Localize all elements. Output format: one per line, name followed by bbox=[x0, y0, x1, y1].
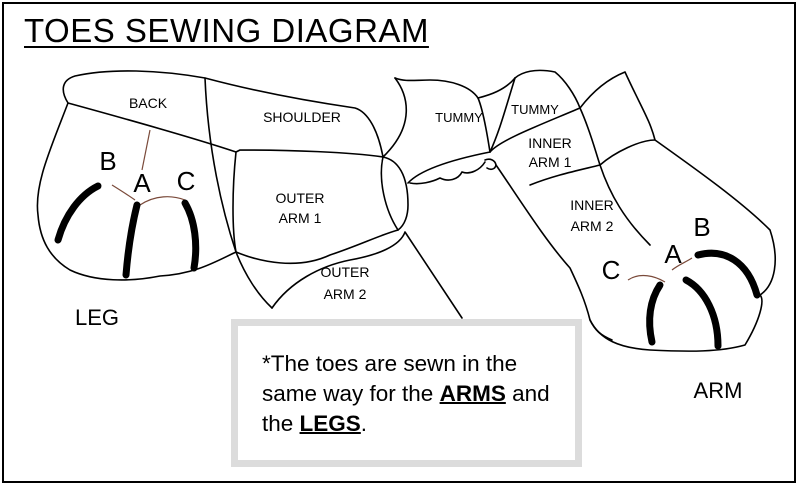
arm-seam-letter-c: C bbox=[602, 255, 621, 285]
outer-arm-1-lower-edge bbox=[235, 229, 399, 265]
note-arms: ARMS bbox=[439, 381, 506, 406]
arm-top-edge bbox=[579, 71, 776, 296]
diagram-title: TOES SEWING DIAGRAM bbox=[24, 12, 429, 49]
arm-toe-seam-c bbox=[646, 281, 664, 346]
label-inner-arm-2-line2: ARM 2 bbox=[571, 218, 614, 234]
note-legs: LEGS bbox=[299, 411, 361, 436]
inner-arm-2-divider bbox=[599, 164, 651, 246]
tummy-right-edge bbox=[477, 77, 516, 99]
leg-toe-seam-a bbox=[122, 201, 141, 279]
label-tummy-1: TUMMY bbox=[435, 110, 483, 125]
label-tummy-2: TUMMY bbox=[511, 102, 559, 117]
shoulder-right-edge bbox=[382, 77, 408, 158]
tummy-divider bbox=[489, 77, 516, 153]
center-joint-right bbox=[382, 156, 409, 231]
note-text: *The toes are sewn in the same way for t… bbox=[262, 349, 572, 439]
note-text-part-2: and the bbox=[262, 381, 550, 436]
note-text-part-1: *The toes are sewn in the same way for t… bbox=[262, 351, 518, 406]
leg-toe-seam-c bbox=[181, 199, 200, 272]
leg-a-seam-guide bbox=[111, 184, 136, 201]
label-outer-arm-2-line1: OUTER bbox=[321, 264, 370, 280]
label-leg: LEG bbox=[75, 305, 119, 330]
outer-arm-2-outline bbox=[271, 231, 463, 319]
inner-arm-1-outline bbox=[489, 107, 601, 166]
label-inner-arm-2-line1: INNER bbox=[570, 197, 614, 213]
inner-arm-2-left-edge bbox=[495, 164, 613, 341]
center-joint-left bbox=[380, 156, 399, 231]
label-inner-arm-1-line2: ARM 1 bbox=[529, 154, 572, 170]
arm-c-seam-guide bbox=[627, 274, 666, 283]
back-seam-line bbox=[67, 102, 237, 153]
arm-paw-outline bbox=[589, 294, 763, 352]
leg-seam-letter-a: A bbox=[133, 168, 151, 198]
label-outer-arm-1-line1: OUTER bbox=[276, 190, 325, 206]
label-shoulder: SHOULDER bbox=[263, 109, 341, 125]
note-box: *The toes are sewn in the same way for t… bbox=[231, 319, 582, 467]
arm-seam-letter-a: A bbox=[664, 239, 682, 269]
arm-a-seam-guide bbox=[671, 257, 693, 271]
tummy-lower-lobes bbox=[409, 161, 486, 185]
label-inner-arm-1-line1: INNER bbox=[528, 135, 572, 151]
tummy-2-right-edge bbox=[514, 69, 581, 109]
arm-seam-letter-b: B bbox=[693, 212, 710, 242]
inner-arm-2-right-edge bbox=[599, 139, 656, 166]
label-back: BACK bbox=[129, 95, 168, 111]
leg-c-seam-guide bbox=[139, 196, 186, 206]
note-text-part-3: . bbox=[360, 411, 368, 436]
label-outer-arm-2-line2: ARM 2 bbox=[324, 286, 367, 302]
label-arm: ARM bbox=[694, 378, 743, 403]
inner-arm-joint bbox=[484, 158, 497, 171]
arm-toe-seam-b bbox=[694, 249, 761, 299]
tummy-piece-outline bbox=[394, 77, 491, 184]
leg-seam-letter-b: B bbox=[99, 146, 116, 176]
leg-toe-seam-b bbox=[54, 182, 102, 244]
shoulder-piece-outline bbox=[204, 77, 273, 309]
arm-toe-seam-a bbox=[682, 276, 722, 350]
inner-arm-1-lower-edge bbox=[529, 164, 601, 186]
label-outer-arm-1-line2: ARM 1 bbox=[279, 210, 322, 226]
leg-piece-outline bbox=[36, 70, 384, 281]
leg-seam-letter-c: C bbox=[177, 166, 196, 196]
leg-b-seam-guide bbox=[141, 129, 151, 171]
